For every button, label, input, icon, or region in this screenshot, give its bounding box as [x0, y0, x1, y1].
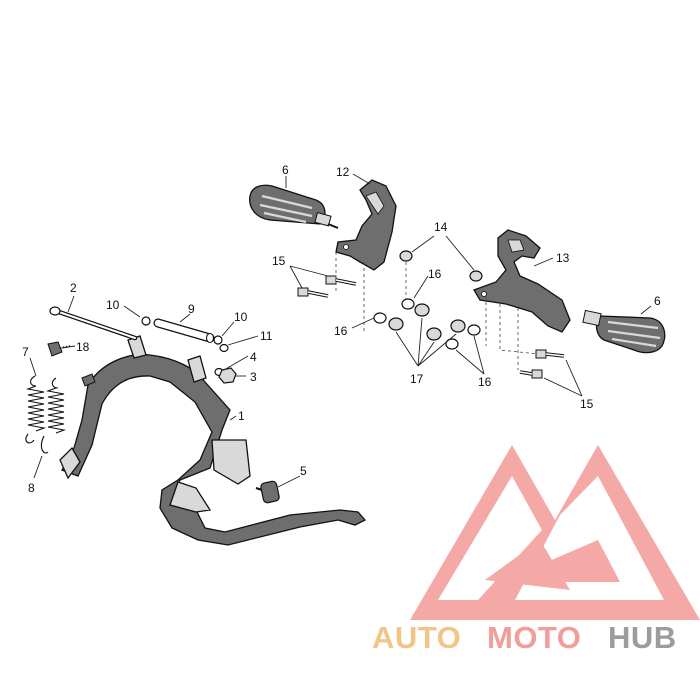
footpeg-left — [249, 184, 339, 229]
callout-2: 2 — [70, 281, 77, 295]
callout-9: 9 — [188, 302, 195, 316]
callout-6-left: 6 — [282, 163, 289, 177]
washer-16-c — [467, 324, 481, 336]
washer-11 — [219, 343, 229, 353]
pivot-pin — [49, 306, 138, 341]
bolt-15-a — [297, 287, 329, 298]
center-stand — [59, 335, 367, 546]
callout-10-left: 10 — [106, 298, 120, 312]
rubber-stop — [255, 480, 280, 504]
bolt-15-d — [519, 369, 543, 379]
callout-18: 18 — [76, 340, 90, 354]
callout-6-right: 6 — [654, 294, 661, 308]
washer-10-left — [141, 316, 151, 326]
leader-lines — [29, 173, 652, 488]
callout-3: 3 — [250, 370, 257, 384]
callout-16-left: 16 — [334, 324, 348, 338]
callout-1: 1 — [238, 409, 245, 423]
callout-17: 17 — [410, 372, 424, 386]
callout-14: 14 — [434, 220, 448, 234]
spacer-17-d — [426, 327, 442, 341]
callout-7: 7 — [22, 345, 29, 359]
watermark-brand: AUTO MOTO HUB — [372, 620, 677, 655]
spacer-17-c — [450, 319, 466, 333]
callout-4: 4 — [250, 350, 257, 364]
callout-10-right: 10 — [234, 310, 248, 324]
callout-8: 8 — [28, 481, 35, 495]
brand-hub: HUB — [608, 620, 677, 655]
spacer-17-b — [388, 317, 404, 331]
washer-16-d — [445, 338, 459, 350]
spring-7 — [25, 375, 47, 444]
small-switch — [47, 341, 71, 357]
callout-labels: 1 2 3 4 5 6 6 7 8 9 10 10 11 12 13 14 15… — [22, 163, 661, 495]
bracket-left — [335, 179, 397, 271]
nut-3 — [218, 367, 237, 384]
brand-auto: AUTO — [372, 620, 461, 655]
washer-10-right — [213, 335, 223, 345]
nut-14-right — [469, 270, 483, 282]
washer-16-a — [401, 298, 415, 310]
bushing-tube — [153, 318, 215, 344]
callout-12: 12 — [336, 165, 350, 179]
washer-16-b — [373, 312, 387, 324]
bolt-15-c — [535, 349, 565, 359]
callout-11: 11 — [260, 329, 273, 343]
footpeg-right — [582, 309, 666, 354]
nut-14-left — [399, 250, 413, 262]
callout-15-left: 15 — [272, 254, 286, 268]
bolt-15-b — [325, 275, 357, 286]
callout-16-top: 16 — [428, 267, 442, 281]
bracket-right — [473, 229, 571, 333]
stand-bolt — [81, 373, 96, 387]
brand-moto: MOTO — [487, 620, 581, 655]
callout-15-right: 15 — [580, 397, 594, 411]
spring-8 — [40, 377, 67, 454]
callout-5: 5 — [300, 464, 307, 478]
callout-16-bottom: 16 — [478, 375, 492, 389]
assembly-dashed-lines — [335, 252, 539, 370]
spacer-17-a — [414, 303, 430, 317]
callout-13: 13 — [556, 251, 570, 265]
watermark-logo-mark — [410, 445, 700, 620]
